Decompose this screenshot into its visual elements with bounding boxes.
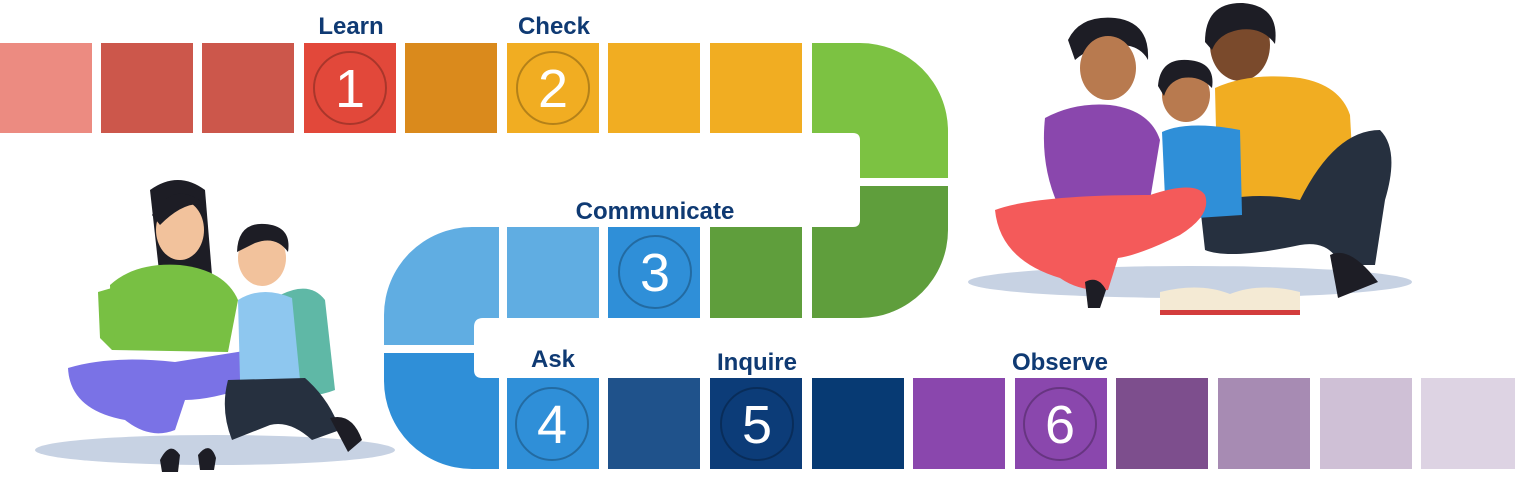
path-curve-left-bottom <box>384 353 499 469</box>
path-curve-right-bottom <box>812 186 948 318</box>
step-label-inquire: Inquire <box>717 349 797 376</box>
pants-shape <box>68 345 287 434</box>
step-badge-circle <box>720 387 794 461</box>
path-tile <box>710 43 802 133</box>
hair-shape <box>1205 2 1276 50</box>
step-label-ask: Ask <box>531 346 576 373</box>
step-label-observe: Observe <box>1012 349 1108 376</box>
book-shape <box>1160 287 1300 312</box>
path-tile <box>0 43 92 133</box>
step-badge: 1 <box>313 51 387 125</box>
step-badge-circle <box>516 51 590 125</box>
family-icon <box>968 2 1412 315</box>
path-tile <box>507 227 599 318</box>
step-label-communicate: Communicate <box>576 198 735 225</box>
step-number: 6 <box>1045 395 1075 455</box>
shirt-shape <box>238 291 300 380</box>
step-number: 5 <box>742 395 772 455</box>
shoe-shape <box>1085 279 1106 308</box>
path-curve-right-top <box>812 43 948 178</box>
step-number: 3 <box>640 243 670 303</box>
path-tile <box>202 43 294 133</box>
path-tile <box>1218 378 1310 469</box>
path-tile <box>710 227 802 318</box>
step-number: 2 <box>538 59 568 119</box>
family-icon <box>35 180 395 472</box>
step-badge: 3 <box>618 235 692 309</box>
path-tile <box>1421 378 1515 469</box>
step-number: 4 <box>537 395 567 455</box>
step-badge-circle <box>1023 387 1097 461</box>
path-tile <box>405 43 497 133</box>
path-tile <box>812 378 904 469</box>
step-number: 1 <box>335 59 365 119</box>
path-row-top <box>0 43 802 133</box>
shirt-shape <box>1043 104 1160 205</box>
book-spine <box>1160 310 1300 315</box>
path-row-bottom <box>507 378 1515 469</box>
shoe-shape <box>1330 252 1378 298</box>
hair-shape <box>237 223 289 252</box>
step-badge: 6 <box>1023 387 1097 461</box>
pants-shape <box>1200 130 1392 265</box>
shirt-shape <box>98 285 122 350</box>
step-label-learn: Learn <box>318 13 383 40</box>
path-tile <box>1116 378 1208 469</box>
hair-shape <box>1158 59 1213 96</box>
step-badge: 4 <box>515 387 589 461</box>
step-badge: 5 <box>720 387 794 461</box>
shoe-shape <box>330 416 362 452</box>
ground-shadow <box>35 435 395 465</box>
face-shape <box>1080 36 1136 100</box>
step-badge-circle <box>618 235 692 309</box>
path-tile <box>1320 378 1412 469</box>
pants-shape <box>995 187 1207 291</box>
hair-shape <box>152 193 205 225</box>
step-badge-circle <box>515 387 589 461</box>
path-tile <box>101 43 193 133</box>
shoe-shape <box>198 448 216 470</box>
step-label-check: Check <box>518 13 591 40</box>
path-tile <box>913 378 1005 469</box>
shirt-shape <box>110 264 238 352</box>
step-badge: 2 <box>516 51 590 125</box>
path-curve-left-top <box>384 227 499 345</box>
path-tile <box>608 43 700 133</box>
step-badge-circle <box>313 51 387 125</box>
path-tile <box>608 378 700 469</box>
pants-shape <box>224 378 340 440</box>
shoe-shape <box>160 448 180 472</box>
